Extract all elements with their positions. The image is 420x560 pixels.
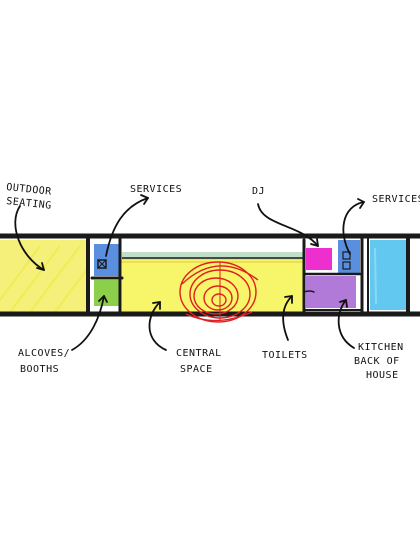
label-outdoor-seating-2: SEATING xyxy=(6,196,53,212)
label-outdoor-seating: OUTDOOR xyxy=(6,182,53,198)
label-dj: DJ xyxy=(252,186,265,197)
label-kitchen: KITCHEN xyxy=(358,342,404,353)
leader-arrows xyxy=(14,194,365,351)
arrow-outdoor-seating xyxy=(14,205,45,271)
label-services-left: SERVICES xyxy=(130,184,182,195)
zone-central-space xyxy=(120,252,304,314)
arrow-dj xyxy=(257,203,319,247)
zone-services-left xyxy=(94,244,120,276)
label-services-right: SERVICES xyxy=(372,194,420,205)
zone-kitchen xyxy=(370,240,406,310)
label-alcoves-2: BOOTHS xyxy=(20,364,59,375)
arrow-toilets xyxy=(282,295,293,341)
arrow-services-left xyxy=(105,197,149,257)
arrow-kitchen xyxy=(337,299,355,349)
arrow-alcoves xyxy=(71,295,105,351)
label-kitchen-3: HOUSE xyxy=(366,370,399,381)
dancefloor-scribble xyxy=(179,261,259,323)
label-alcoves: ALCOVES/ xyxy=(18,348,70,359)
arrow-central xyxy=(148,301,167,351)
arrow-services-right xyxy=(342,201,365,255)
label-central-space-2: SPACE xyxy=(180,364,213,375)
zone-dj xyxy=(306,248,332,270)
label-toilets: TOILETS xyxy=(262,350,308,361)
zone-outdoor-seating xyxy=(0,240,89,313)
zone-services-right xyxy=(338,240,360,274)
labels: OUTDOOR SEATING SERVICES DJ SERVICES ALC… xyxy=(6,182,420,381)
label-central-space: CENTRAL xyxy=(176,348,222,359)
label-kitchen-2: BACK OF xyxy=(354,356,400,367)
